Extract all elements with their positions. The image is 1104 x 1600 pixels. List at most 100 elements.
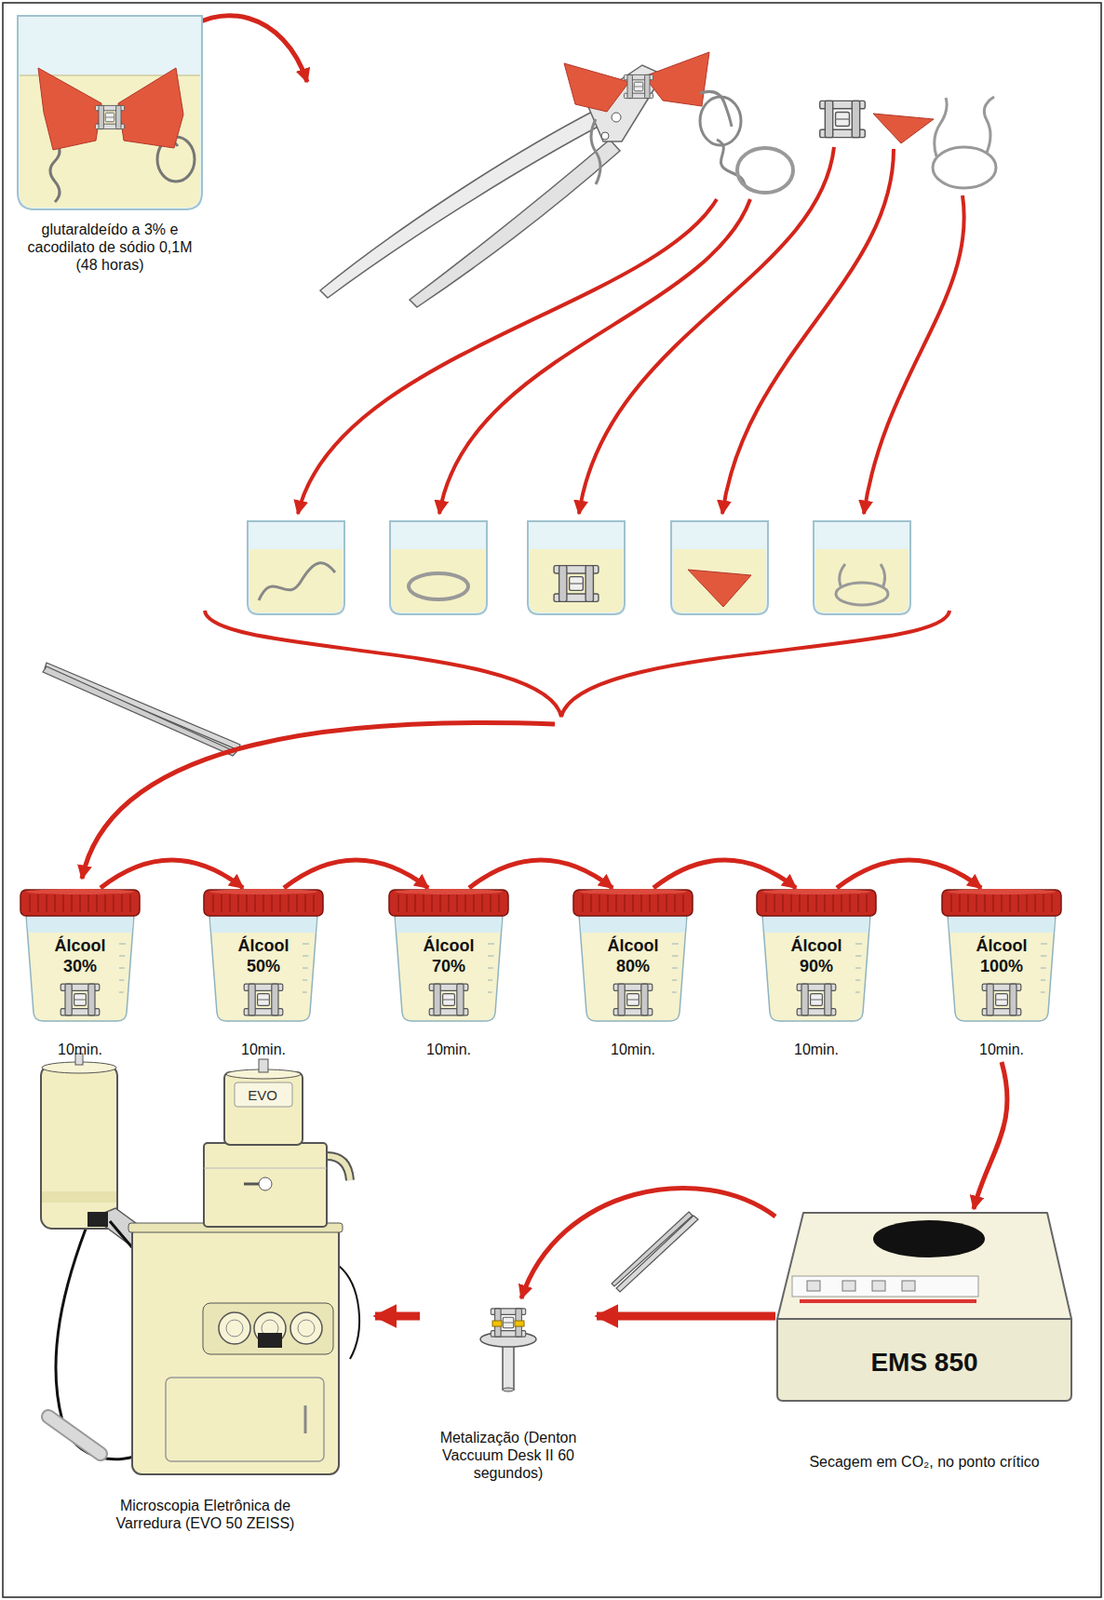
alcohol-cup-drawing	[481, 894, 484, 913]
fixation-beaker-drawing	[17, 15, 202, 210]
alcohol-cup-drawing	[487, 992, 493, 994]
alcohol-cup-drawing	[37, 894, 40, 913]
flow-arrow	[596, 1312, 776, 1321]
alcohol-cup-drawing	[210, 915, 317, 933]
sorting-beakers	[527, 521, 625, 615]
alcohol-cup: Álcool 30%10min.	[18, 888, 142, 1063]
alcohol-cup-drawing	[855, 968, 862, 970]
alcohol-cup-drawing	[947, 888, 1056, 895]
alcohol-cup-drawing	[815, 894, 818, 913]
alcohol-cup-drawing	[498, 894, 500, 913]
sorting-beakers	[839, 564, 886, 589]
alcohol-cup-drawing	[672, 968, 678, 970]
loose-parts	[983, 96, 995, 153]
alcohol-cup-drawing	[798, 894, 801, 913]
alcohol-cup-drawing	[26, 914, 135, 1022]
critical-point-dryer: EMS 850Secagem em CO₂, no ponto crítico	[775, 1209, 1074, 1475]
alcohol-cup-drawing	[855, 955, 862, 957]
alcohol-cup-drawing	[958, 894, 961, 913]
alcohol-cup-drawing	[672, 955, 678, 957]
sorting-beakers	[527, 521, 625, 615]
arrow-to-alcohol	[81, 723, 555, 879]
alcohol-cup-drawing	[754, 888, 878, 1024]
sorting-beakers	[247, 521, 345, 615]
alcohol-cup-drawing	[1034, 894, 1037, 913]
sputter-stub: Metalização (Denton Vaccuum Desk II 60 s…	[419, 1298, 597, 1487]
alcohol-cup-drawing	[1000, 894, 1003, 913]
critical-point-dryer-drawing	[902, 1280, 916, 1292]
node-heading: Álcool 70%	[410, 936, 487, 977]
node-label: 10min.	[754, 1040, 878, 1059]
alcohol-cup-drawing	[429, 983, 469, 1016]
node-heading: Álcool 30%	[41, 936, 119, 977]
flow-arrow	[283, 860, 429, 889]
flow-arrow	[836, 860, 982, 889]
alcohol-cup-drawing	[672, 980, 677, 982]
alcohol-cup-drawing	[304, 894, 307, 913]
alcohol-cup-drawing	[18, 888, 142, 1024]
alcohol-cup-drawing	[121, 894, 123, 913]
alcohol-cup-drawing	[992, 894, 995, 913]
alcohol-cup-drawing	[823, 894, 826, 913]
alcohol-cup-drawing	[857, 894, 860, 913]
electron-microscope-drawing	[234, 1082, 293, 1107]
critical-point-dryer-drawing	[799, 1299, 977, 1304]
small-forceps	[616, 1215, 699, 1293]
alcohol-cup-drawing	[119, 943, 126, 945]
alcohol-cup-drawing	[648, 894, 651, 913]
electron-microscope-drawing	[257, 1332, 283, 1348]
alcohol-cup-drawing	[796, 983, 836, 1016]
alcohol-cup-drawing	[865, 894, 868, 913]
alcohol-cup-drawing	[212, 894, 215, 913]
alcohol-cup-drawing	[394, 888, 503, 895]
alcohol-cup-drawing	[203, 889, 324, 916]
alcohol-cup-drawing	[387, 888, 511, 1024]
electron-microscope-drawing	[132, 1225, 339, 1475]
node-label: 10min.	[940, 1040, 1064, 1059]
sorting-beakers	[813, 521, 911, 615]
alcohol-cup-drawing	[395, 915, 502, 933]
alcohol-cup-drawing	[762, 888, 871, 895]
flow-arrow	[469, 860, 613, 889]
node-label: Metalização (Denton Vaccuum Desk II 60 s…	[419, 1428, 597, 1483]
electron-microscope-drawing	[41, 1191, 117, 1203]
electron-microscope-drawing	[226, 1319, 243, 1337]
sorting-beakers	[553, 565, 599, 603]
electron-microscope-drawing	[258, 1059, 269, 1073]
sorting-beakers	[258, 563, 336, 601]
alcohol-cup-drawing	[209, 888, 318, 895]
alcohol-cup-drawing	[615, 894, 618, 913]
part-arrows	[722, 148, 894, 514]
alcohol-cup-drawing	[855, 992, 861, 994]
alcohol-cup-drawing	[53, 894, 56, 913]
alcohol-cup-drawing	[87, 894, 90, 913]
alcohol-cup-drawing	[1040, 955, 1047, 957]
loose-parts	[873, 113, 934, 144]
alcohol-cup-drawing	[489, 894, 492, 913]
electron-microscope-drawing	[203, 1168, 327, 1170]
sorting-beakers	[671, 521, 768, 615]
sorting-beakers	[390, 521, 487, 615]
fixation-beaker-drawing	[38, 67, 102, 150]
sputter-stub-drawing	[514, 1320, 525, 1327]
alcohol-cup-drawing	[95, 894, 98, 913]
node-heading: Álcool 90%	[778, 936, 855, 977]
critical-point-dryer-drawing	[842, 1280, 856, 1292]
alcohol-cup-drawing	[598, 894, 601, 913]
alcohol-cup-drawing	[623, 894, 626, 913]
critical-point-dryer-drawing	[777, 1319, 1072, 1401]
part-arrows	[578, 147, 835, 514]
alcohol-cup-drawing	[590, 894, 593, 913]
alcohol-cup-drawing	[578, 888, 687, 895]
critical-point-dryer-drawing	[872, 1280, 886, 1292]
bracket-brace	[204, 610, 950, 717]
alcohol-cup-drawing	[665, 894, 668, 913]
alcohol-cup-drawing	[832, 894, 835, 913]
alcohol-cup-drawing	[119, 992, 124, 994]
pliers	[591, 119, 601, 185]
pliers	[564, 63, 630, 112]
alcohol-cup-drawing	[773, 894, 776, 913]
alcohol-cup-drawing	[967, 894, 970, 913]
electron-microscope-drawing	[243, 1183, 259, 1186]
